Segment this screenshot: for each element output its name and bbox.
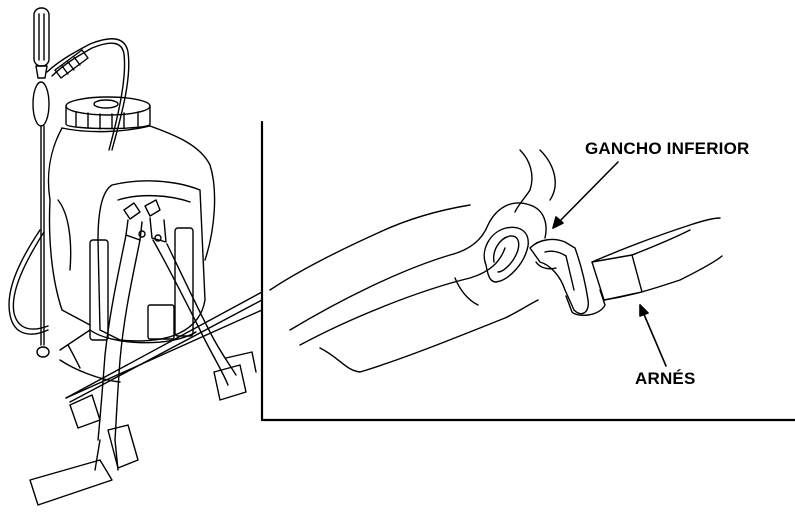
back-frame [60, 181, 205, 382]
backpack-sprayer [9, 8, 256, 505]
callout-leader-lines [66, 292, 262, 402]
detail-frame [262, 122, 795, 420]
harness-strap [592, 218, 722, 300]
tank-lid [66, 97, 150, 129]
label-arrows [553, 162, 666, 366]
lower-hook-label: GANCHO INFERIOR [585, 139, 750, 159]
shoulder-straps [30, 235, 256, 505]
tank-body [49, 126, 215, 325]
spray-wand [33, 8, 49, 357]
detail-view [270, 150, 555, 372]
strap-clips [124, 200, 166, 242]
harness-label: ARNÉS [635, 369, 696, 389]
lower-hook [530, 240, 605, 316]
